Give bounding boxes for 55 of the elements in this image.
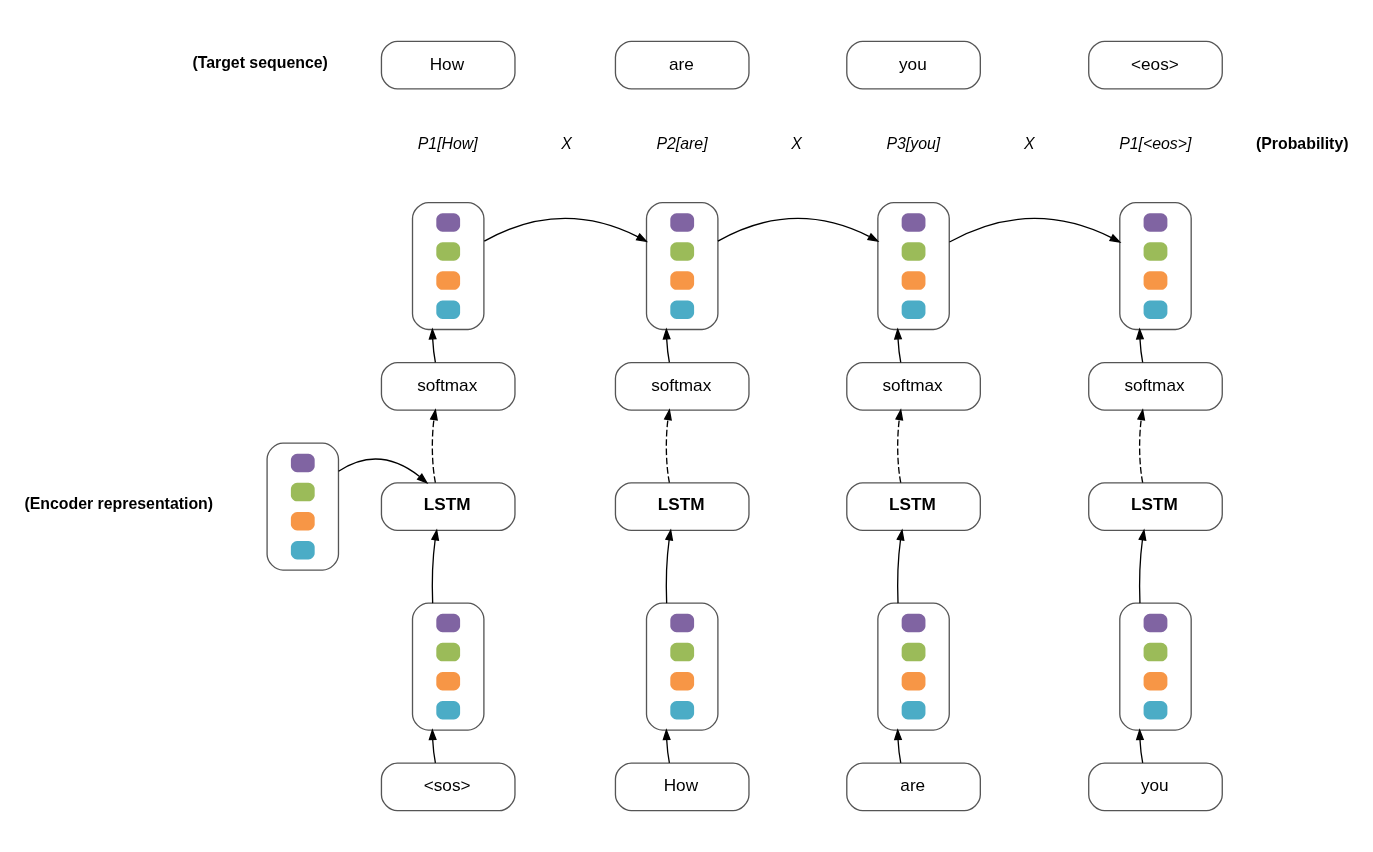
arrow: [483, 217, 649, 243]
arrow: [1135, 327, 1145, 363]
node-box: softmax: [380, 361, 516, 411]
node-box: LSTM: [380, 482, 516, 532]
arrow: [1137, 408, 1146, 484]
arrow: [428, 327, 437, 363]
arrow: [896, 528, 905, 604]
arrow: [663, 408, 672, 484]
node-box: softmax: [1088, 361, 1223, 411]
node-box: How: [380, 40, 516, 90]
node-box: softmax: [614, 361, 750, 411]
arrow: [1135, 728, 1145, 764]
arrow: [948, 217, 1122, 243]
node-box: [1119, 602, 1192, 731]
label: P1[How]: [417, 134, 478, 152]
label: P1[<eos>]: [1119, 134, 1192, 152]
node-box: [266, 442, 340, 571]
node-box: [877, 201, 950, 331]
node-box: you: [1088, 762, 1223, 812]
node-box: [1119, 201, 1192, 331]
node-box: [645, 201, 719, 331]
node-box: softmax: [846, 361, 981, 411]
node-box: [411, 602, 485, 731]
arrow: [662, 728, 671, 764]
label: X: [791, 134, 802, 152]
label: X: [1023, 134, 1035, 152]
arrow: [1138, 528, 1147, 604]
arrow: [337, 458, 429, 485]
node-box: are: [614, 40, 750, 90]
arrow: [428, 728, 437, 764]
arrow: [664, 528, 674, 604]
node-box: [877, 602, 950, 731]
arrow: [429, 408, 438, 484]
label: (Target sequence): [192, 53, 328, 71]
label: X: [561, 134, 572, 152]
node-box: <eos>: [1088, 40, 1223, 90]
node-box: you: [846, 40, 981, 90]
arrow: [895, 408, 904, 484]
node-box: [645, 602, 719, 731]
node-box: [411, 201, 485, 331]
arrow: [893, 728, 903, 764]
node-box: <sos>: [380, 762, 516, 812]
arrow: [893, 327, 903, 363]
node-box: How: [614, 762, 750, 812]
label: (Encoder representation): [24, 495, 214, 513]
node-box: LSTM: [846, 482, 981, 532]
label: P2[are]: [656, 134, 708, 152]
node-box: are: [846, 762, 981, 812]
arrow: [662, 327, 671, 363]
arrow: [717, 217, 880, 242]
node-box: LSTM: [614, 482, 750, 532]
label: (Probability): [1255, 134, 1349, 152]
node-box: LSTM: [1088, 482, 1223, 532]
arrow: [430, 528, 440, 604]
label: P3[you]: [886, 134, 941, 152]
